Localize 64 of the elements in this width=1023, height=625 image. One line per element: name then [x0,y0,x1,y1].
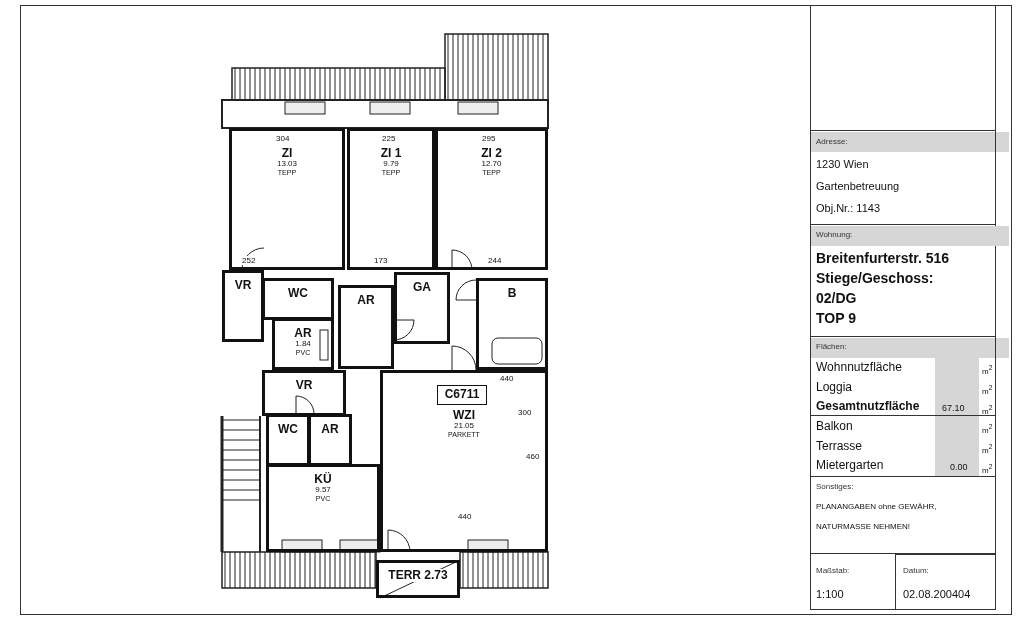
dimension-text: 173 [374,256,388,266]
field-value: PLANANGABEN ohne GEWÄHR, [816,502,937,512]
room-outline [262,278,334,320]
dimension-text: 300 [518,408,532,418]
field-value: 02/DG [816,290,857,307]
room-name: TERR 2.73 [387,569,449,583]
dimension-text: 440 [500,374,514,384]
room-outline [272,318,334,370]
field-value: TOP 9 [816,310,856,327]
room-area-text: 1.84 [294,340,312,349]
room-outline [347,128,435,270]
unit-text: m$^{2}$ [982,443,993,455]
dimension-text: 225 [382,134,396,144]
field-value: Mietergarten [816,459,884,473]
unit-text: m$^{2}$ [982,364,993,376]
field-heading: Datum: [903,566,929,576]
dimension-text: 244 [488,256,502,266]
field-value: 1230 Wien [816,158,869,171]
unit-text: m$^{2}$ [982,384,993,396]
room-outline [394,272,450,344]
room-outline [476,278,548,370]
room-outline [266,414,310,466]
dimension-text: 440 [458,512,472,522]
room-area-text: 9.79 [382,160,400,169]
room-outline [380,370,548,552]
room-area-text: 9.57 [314,486,332,495]
field-value: Stiege/Geschoss: [816,270,934,287]
dimension-text: 304 [276,134,290,144]
room-area-text: 12.70 [480,160,503,169]
field-value: Breitenfurterstr. 516 [816,250,950,267]
field-value: 1:100 [816,588,844,601]
unit-text: m$^{2}$ [982,463,993,475]
room-outline [229,128,345,270]
field-heading: Flächen: [816,342,847,352]
field-value: 0.00 [950,462,968,473]
field-value: Gartenbetreuung [816,180,900,193]
field-value: Gesamtnutzfläche [816,400,920,414]
field-heading: Maßstab: [816,566,850,576]
field-heading: Wohnung: [816,230,853,240]
field-value: 67.10 [942,403,965,414]
room-outline [376,560,460,598]
field-value: NATURMASSE NEHMEN! [816,522,911,532]
unit-text: m$^{2}$ [982,404,993,416]
room-tag-box [437,385,487,405]
room-outline [338,285,394,369]
field-value: 02.08.200404 [903,588,971,601]
dimension-text: 295 [482,134,496,144]
field-value: Obj.Nr.: 1143 [816,202,880,215]
room-area-text: 13.03 [276,160,298,169]
room-outline [262,370,346,416]
field-heading: Adresse: [816,137,848,147]
room-outline [308,414,352,466]
dimension-text: 460 [526,452,540,462]
field-value: Balkon [816,420,853,434]
room-outline [266,464,380,552]
room-outline [435,128,548,270]
field-heading: Sonstiges: [816,482,854,492]
dimension-text: 252 [242,256,256,266]
room-area-text: 21.05 [453,422,475,431]
room-outline [222,270,264,342]
field-value: Wohnnutzfläche [816,361,902,375]
field-value: Loggia [816,381,853,395]
field-value: Terrasse [816,440,862,454]
unit-text: m$^{2}$ [982,423,993,435]
